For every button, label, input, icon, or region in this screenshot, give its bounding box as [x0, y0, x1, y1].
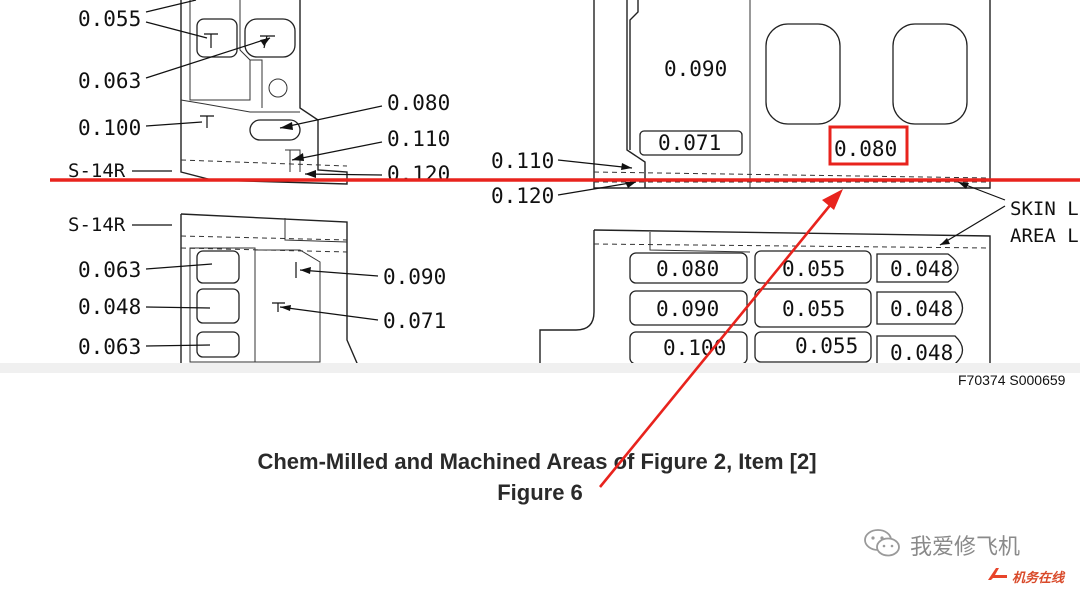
right-top-part	[593, 0, 991, 189]
technical-drawing: 0.055 0.063 0.100 0.080 0.110 0.120 S-14…	[68, 0, 1079, 371]
drawing-svg: 0.055 0.063 0.100 0.080 0.110 0.120 S-14…	[68, 0, 1079, 371]
thickness-label: 0.063	[78, 69, 141, 93]
thickness-label: 0.090	[656, 297, 719, 321]
thickness-label: 0.080	[656, 257, 719, 281]
thickness-label: 0.071	[658, 131, 721, 155]
thickness-label: 0.055	[795, 334, 858, 358]
thickness-label: 0.120	[387, 162, 450, 186]
thickness-label: 0.110	[491, 149, 554, 173]
highlighted-thickness-label: 0.080	[834, 137, 897, 161]
skin-line-label: AREA L	[1010, 225, 1079, 247]
wechat-icon	[862, 526, 902, 564]
thickness-label: 0.063	[78, 258, 141, 282]
thickness-label: 0.110	[387, 127, 450, 151]
figure-code: F70374 S000659	[958, 372, 1066, 388]
stringer-station-label: S-14R	[68, 160, 126, 182]
left-bottom-part	[180, 213, 361, 371]
stringer-station-label: S-14R	[68, 214, 126, 236]
thickness-label: 0.048	[890, 297, 953, 321]
thickness-label: 0.090	[383, 265, 446, 289]
thickness-label: 0.100	[663, 336, 726, 360]
skin-line-label: SKIN L	[1010, 198, 1079, 220]
dimension-labels: 0.055 0.063 0.100 0.080 0.110 0.120 S-14…	[68, 7, 1079, 365]
caption-title: Chem-Milled and Machined Areas of Figure…	[257, 449, 817, 474]
page-gap	[0, 363, 1080, 373]
thickness-label: 0.048	[78, 295, 141, 319]
thickness-label: 0.120	[491, 184, 554, 208]
thickness-label: 0.055	[782, 297, 845, 321]
thickness-label: 0.055	[78, 7, 141, 31]
site-logo: 机务在线	[987, 566, 1064, 586]
thickness-label: 0.071	[383, 309, 446, 333]
thickness-label: 0.048	[890, 341, 953, 365]
caption-figure-number: Figure 6	[497, 480, 583, 505]
site-logo-text: 机务在线	[1012, 570, 1065, 586]
thickness-label: 0.080	[387, 91, 450, 115]
wechat-watermark: 我爱修飞机	[862, 526, 1020, 564]
left-top-part	[180, 0, 348, 185]
thickness-label: 0.055	[782, 257, 845, 281]
aircraft-logo-icon	[987, 566, 1009, 586]
thickness-label: 0.048	[890, 257, 953, 281]
thickness-label: 0.090	[664, 57, 727, 81]
thickness-label: 0.063	[78, 335, 141, 359]
watermark-text: 我爱修飞机	[910, 535, 1021, 560]
figure-caption: Chem-Milled and Machined Areas of Figure…	[0, 446, 1080, 508]
thickness-label: 0.100	[78, 116, 141, 140]
leader-lines	[132, 0, 1006, 347]
